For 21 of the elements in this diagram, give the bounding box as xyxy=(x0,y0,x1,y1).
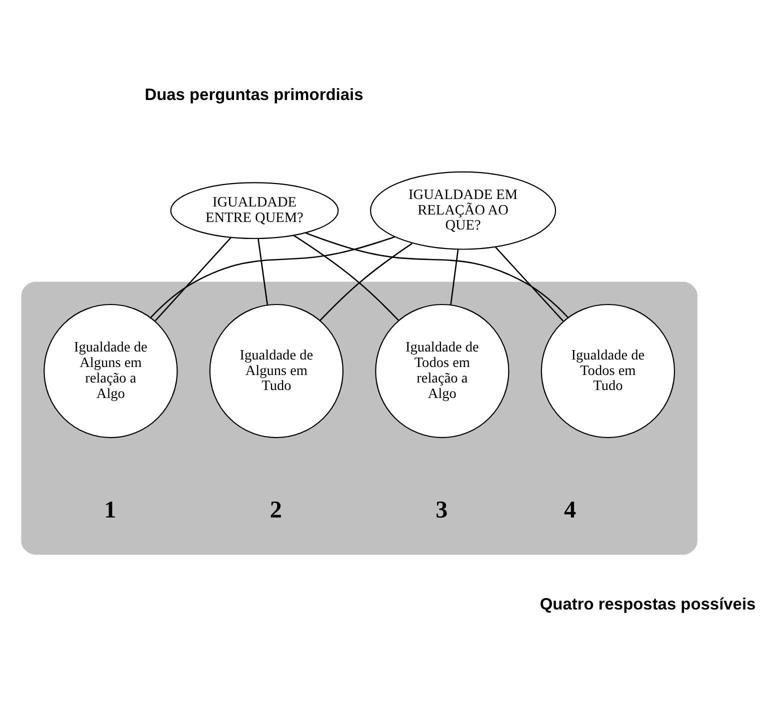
connector xyxy=(150,236,395,318)
node-label: 3 xyxy=(436,496,448,524)
node-label: 4 xyxy=(564,496,576,524)
connector xyxy=(320,242,413,321)
label: Duas perguntas primordiais xyxy=(144,86,364,104)
cluster xyxy=(21,282,698,555)
connector xyxy=(306,232,568,318)
connector xyxy=(450,250,459,305)
node-label: 2 xyxy=(270,496,282,524)
connector xyxy=(293,234,399,321)
node-circle: Igualdade de Todos em Tudo xyxy=(540,304,676,438)
connector xyxy=(258,238,268,305)
node-circle: Igualdade de Alguns em relação a Algo xyxy=(44,304,178,438)
node-ellipse: IGUALDADE ENTRE QUEM? xyxy=(170,182,339,240)
node-circle: Igualdade de Alguns em Tudo xyxy=(209,304,344,438)
node-label: 1 xyxy=(104,496,116,524)
connector xyxy=(495,246,564,322)
label: Quatro respostas possíveis xyxy=(540,596,756,614)
node-circle: Igualdade de Todos em relação a Algo xyxy=(375,304,510,438)
connector xyxy=(154,237,232,322)
node-ellipse: IGUALDADE EM RELAÇÃO AO QUE? xyxy=(370,171,556,250)
